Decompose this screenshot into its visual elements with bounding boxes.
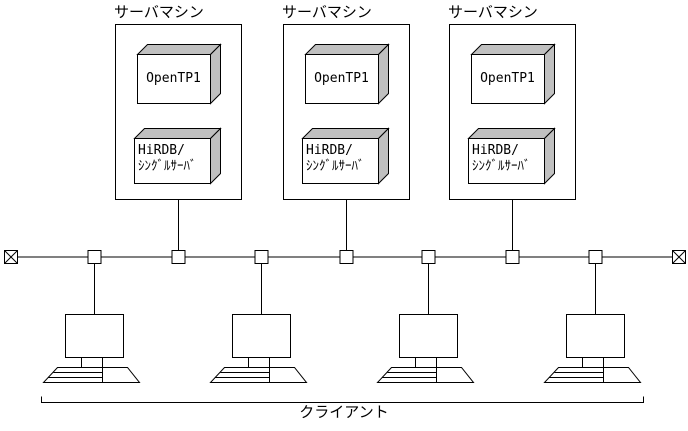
bus-connector-4 <box>339 250 354 264</box>
client-computer-icon-1 <box>43 263 140 383</box>
hirdb-box-label-3: HiRDB/ ｼﾝｸﾞﾙｻｰﾊﾞ <box>468 138 544 183</box>
hirdb-label-line2: ｼﾝｸﾞﾙｻｰﾊﾞ <box>138 159 197 174</box>
bus-connector-7 <box>588 250 603 264</box>
opentp1-box-label-1: OpenTP1 <box>146 70 201 86</box>
hirdb-label-line1: HiRDB/ <box>138 143 185 158</box>
client-computer-icon-4 <box>544 263 641 383</box>
hirdb-box-label-2: HiRDB/ ｼﾝｸﾞﾙｻｰﾊﾞ <box>302 138 378 183</box>
bus-connector-1 <box>87 250 102 264</box>
hirdb-label-line2: ｼﾝｸﾞﾙｻｰﾊﾞ <box>472 159 531 174</box>
clients-bracket <box>41 396 644 403</box>
opentp1-box-label-3: OpenTP1 <box>480 70 535 86</box>
hirdb-box-label-1: HiRDB/ ｼﾝｸﾞﾙｻｰﾊﾞ <box>134 138 210 183</box>
hirdb-label-line2: ｼﾝｸﾞﾙｻｰﾊﾞ <box>306 159 365 174</box>
server-machine-title-1: サーバマシン <box>114 3 204 21</box>
clients-label: クライアント <box>299 403 389 421</box>
opentp1-box-label-2: OpenTP1 <box>314 70 369 86</box>
hirdb-label-line1: HiRDB/ <box>306 143 353 158</box>
bus-connector-3 <box>254 250 269 264</box>
bus-connector-6 <box>505 250 520 264</box>
bus-connector-5 <box>421 250 436 264</box>
bus-connector-2 <box>171 250 186 264</box>
server-machine-title-3: サーバマシン <box>448 3 538 21</box>
server-machine-title-2: サーバマシン <box>282 3 372 21</box>
bus-terminator-left-icon <box>4 250 18 264</box>
client-computer-icon-2 <box>210 263 307 383</box>
hirdb-label-line1: HiRDB/ <box>472 143 519 158</box>
client-computer-icon-3 <box>377 263 474 383</box>
bus-terminator-right-icon <box>672 250 686 264</box>
